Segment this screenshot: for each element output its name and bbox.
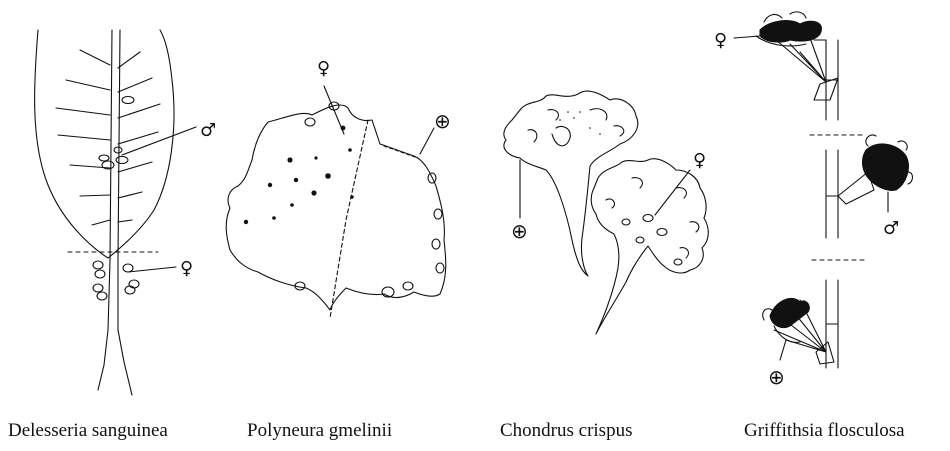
delesseria-veins-left xyxy=(56,50,110,225)
polyneura-tetrasporic-symbol: ⊕ xyxy=(434,109,451,133)
chondrus-tetrasporic-symbol: ⊕ xyxy=(511,219,528,243)
chondrus-female-symbol: ♀ xyxy=(693,150,706,171)
chondrus-female-pointer xyxy=(655,170,690,215)
delesseria-midrib xyxy=(98,30,132,395)
polyneura-spots xyxy=(244,126,354,225)
caption-griffithsia: Griffithsia flosculosa xyxy=(744,420,905,442)
caption-polyneura: Polyneura gmelinii xyxy=(247,420,392,442)
delesseria-male-pointer xyxy=(122,127,196,155)
delesseria-blade-outline xyxy=(35,30,174,258)
delesseria-female-symbol: ♀ xyxy=(180,258,193,279)
polyneura-female-pointer xyxy=(324,86,344,134)
caption-chondrus: Chondrus crispus xyxy=(500,420,632,442)
griffithsia-filament-middle xyxy=(826,150,838,238)
griffithsia-drawing xyxy=(734,12,913,368)
caption-delesseria: Delesseria sanguinea xyxy=(8,420,168,442)
chondrus-drawing xyxy=(504,91,708,334)
polyneura-drawing xyxy=(226,86,446,318)
griffithsia-male-symbol: ♂ xyxy=(883,218,899,239)
delesseria-veins-right xyxy=(118,52,160,222)
polyneura-female-symbol: ♀ xyxy=(317,58,330,79)
polyneura-tetra-pointer xyxy=(420,128,434,154)
griffithsia-tetra-cluster xyxy=(763,298,834,364)
delesseria-male-symbol: ♂ xyxy=(200,120,216,141)
chondrus-left-thallus xyxy=(504,91,638,276)
delesseria-drawing xyxy=(35,30,196,395)
delesseria-female-pointer xyxy=(128,267,176,272)
griffithsia-male-cluster xyxy=(838,135,913,212)
griffithsia-female-symbol: ♀ xyxy=(714,30,727,51)
chondrus-right-thallus xyxy=(591,159,708,334)
griffithsia-tetrasporic-symbol: ⊕ xyxy=(768,365,785,389)
